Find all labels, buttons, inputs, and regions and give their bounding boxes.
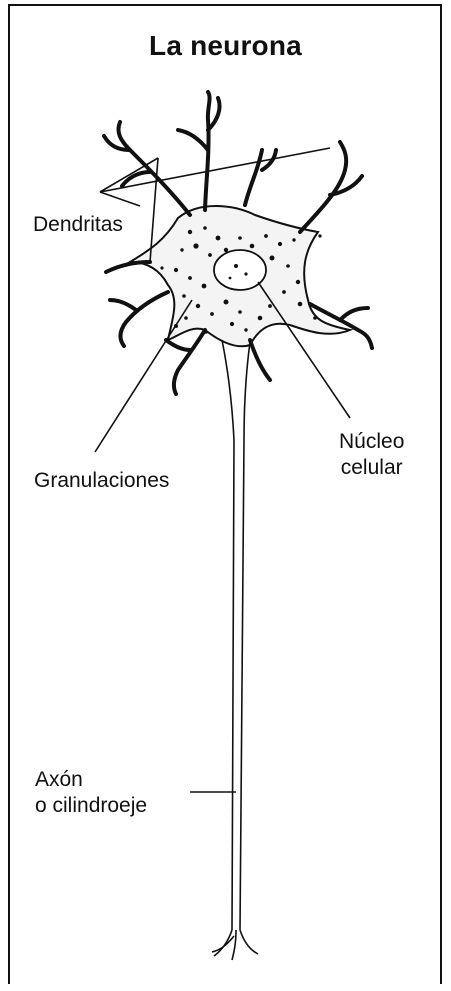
label-axon-line1: Axón xyxy=(35,767,147,793)
label-granulaciones: Granulaciones xyxy=(34,468,169,494)
label-nucleo-celular: Núcleo celular xyxy=(339,429,404,481)
label-nucleo-line1: Núcleo xyxy=(339,429,404,455)
axon xyxy=(212,340,258,960)
label-axon-line2: o cilindroeje xyxy=(35,793,147,819)
nucleus xyxy=(214,250,266,290)
label-axon: Axón o cilindroeje xyxy=(35,767,147,819)
label-nucleo-line2: celular xyxy=(339,455,404,481)
label-dendritas: Dendritas xyxy=(33,212,123,238)
